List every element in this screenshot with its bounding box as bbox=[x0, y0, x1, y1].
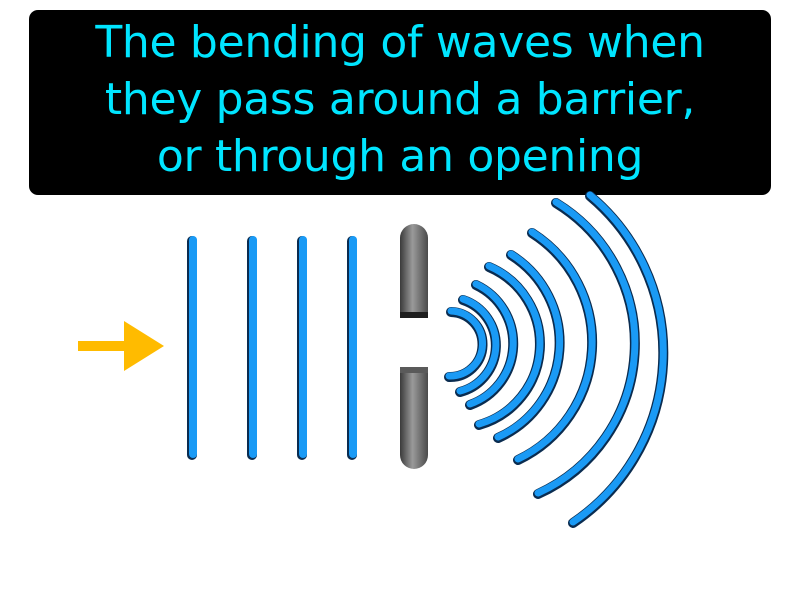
diffracted-wave-7-icon bbox=[533, 198, 640, 499]
diffracted-wave-3-icon bbox=[465, 280, 519, 410]
diffracted-wave-8-icon bbox=[568, 191, 669, 528]
diffracted-wave-2-icon bbox=[455, 295, 501, 397]
plane-wave-1-icon bbox=[187, 236, 197, 460]
definition-line-1: The bending of waves when bbox=[95, 17, 705, 68]
definition-line-3: or through an opening bbox=[156, 131, 644, 182]
diffracted-waves bbox=[444, 191, 669, 528]
diffracted-wave-6-icon bbox=[513, 228, 598, 465]
definition-text: The bending of waves when they pass arou… bbox=[29, 14, 771, 185]
diffracted-wave-5-icon bbox=[493, 250, 565, 443]
plane-wave-3-icon bbox=[297, 236, 307, 460]
barrier-icon bbox=[400, 224, 428, 469]
arrow-right-icon bbox=[78, 321, 164, 371]
plane-waves bbox=[187, 236, 357, 460]
diffracted-wave-4-icon bbox=[474, 262, 545, 430]
definition-box: The bending of waves when they pass arou… bbox=[29, 10, 771, 195]
plane-wave-2-icon bbox=[247, 236, 257, 460]
plane-wave-4-icon bbox=[347, 236, 357, 460]
diffracted-wave-1-icon bbox=[444, 307, 488, 383]
definition-line-2: they pass around a barrier, bbox=[104, 74, 696, 125]
